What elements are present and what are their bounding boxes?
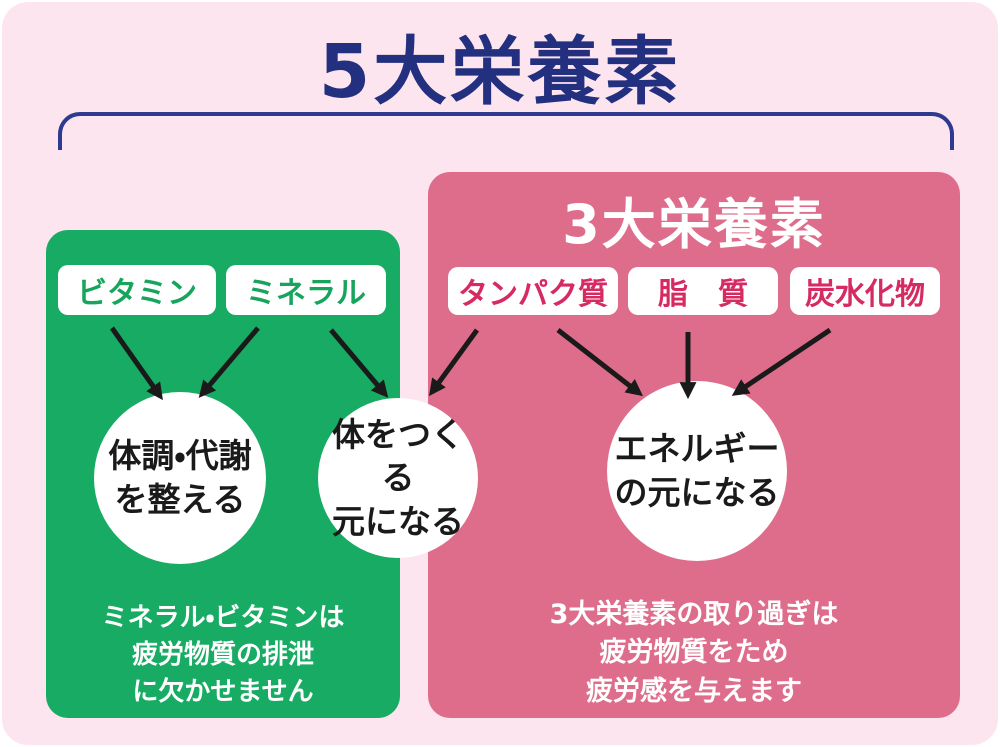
note-line: 疲労物質の排泄 — [131, 639, 314, 670]
circle-text-line: の元になる — [614, 473, 780, 512]
minerals-vitamins-note: ミネラル・ビタミンは 疲労物質の排泄 に欠かせません — [46, 600, 400, 711]
circle-build-body: 体をつくる 元になる — [318, 398, 478, 558]
three-major-nutrients-heading: 3大栄養素 — [562, 193, 826, 256]
circle-regulate-condition: 体調・代謝 を整える — [94, 392, 266, 564]
circle-text-line: エネルギー — [614, 429, 780, 469]
circle-text-line: を整える — [114, 480, 246, 519]
circle-energy-source: エネルギー の元になる — [607, 381, 787, 561]
circle-text-line: 体をつくる — [332, 414, 464, 498]
note-line: 疲労物質をため — [599, 637, 789, 669]
note-line: ミネラル・ビタミンは — [101, 603, 345, 633]
label-carbohydrate: 炭水化物 — [790, 267, 940, 315]
label-vitamin: ビタミン — [58, 265, 216, 315]
note-line: に欠かせません — [132, 676, 314, 707]
three-nutrients-note: 3大栄養素の取り過ぎは 疲労物質をため 疲労感を与えます — [428, 596, 960, 711]
page-title: 5大栄養素 — [318, 29, 682, 115]
label-protein: タンパク質 — [448, 267, 618, 315]
circle-text-line: 体調・代謝 — [108, 436, 252, 476]
circle-text-line: 元になる — [332, 501, 464, 541]
bracket-brace — [58, 112, 954, 150]
note-line: 疲労感を与えます — [586, 675, 802, 707]
label-fat: 脂 質 — [628, 267, 778, 315]
note-line: 3大栄養素の取り過ぎは — [549, 599, 839, 630]
label-mineral: ミネラル — [226, 265, 386, 315]
